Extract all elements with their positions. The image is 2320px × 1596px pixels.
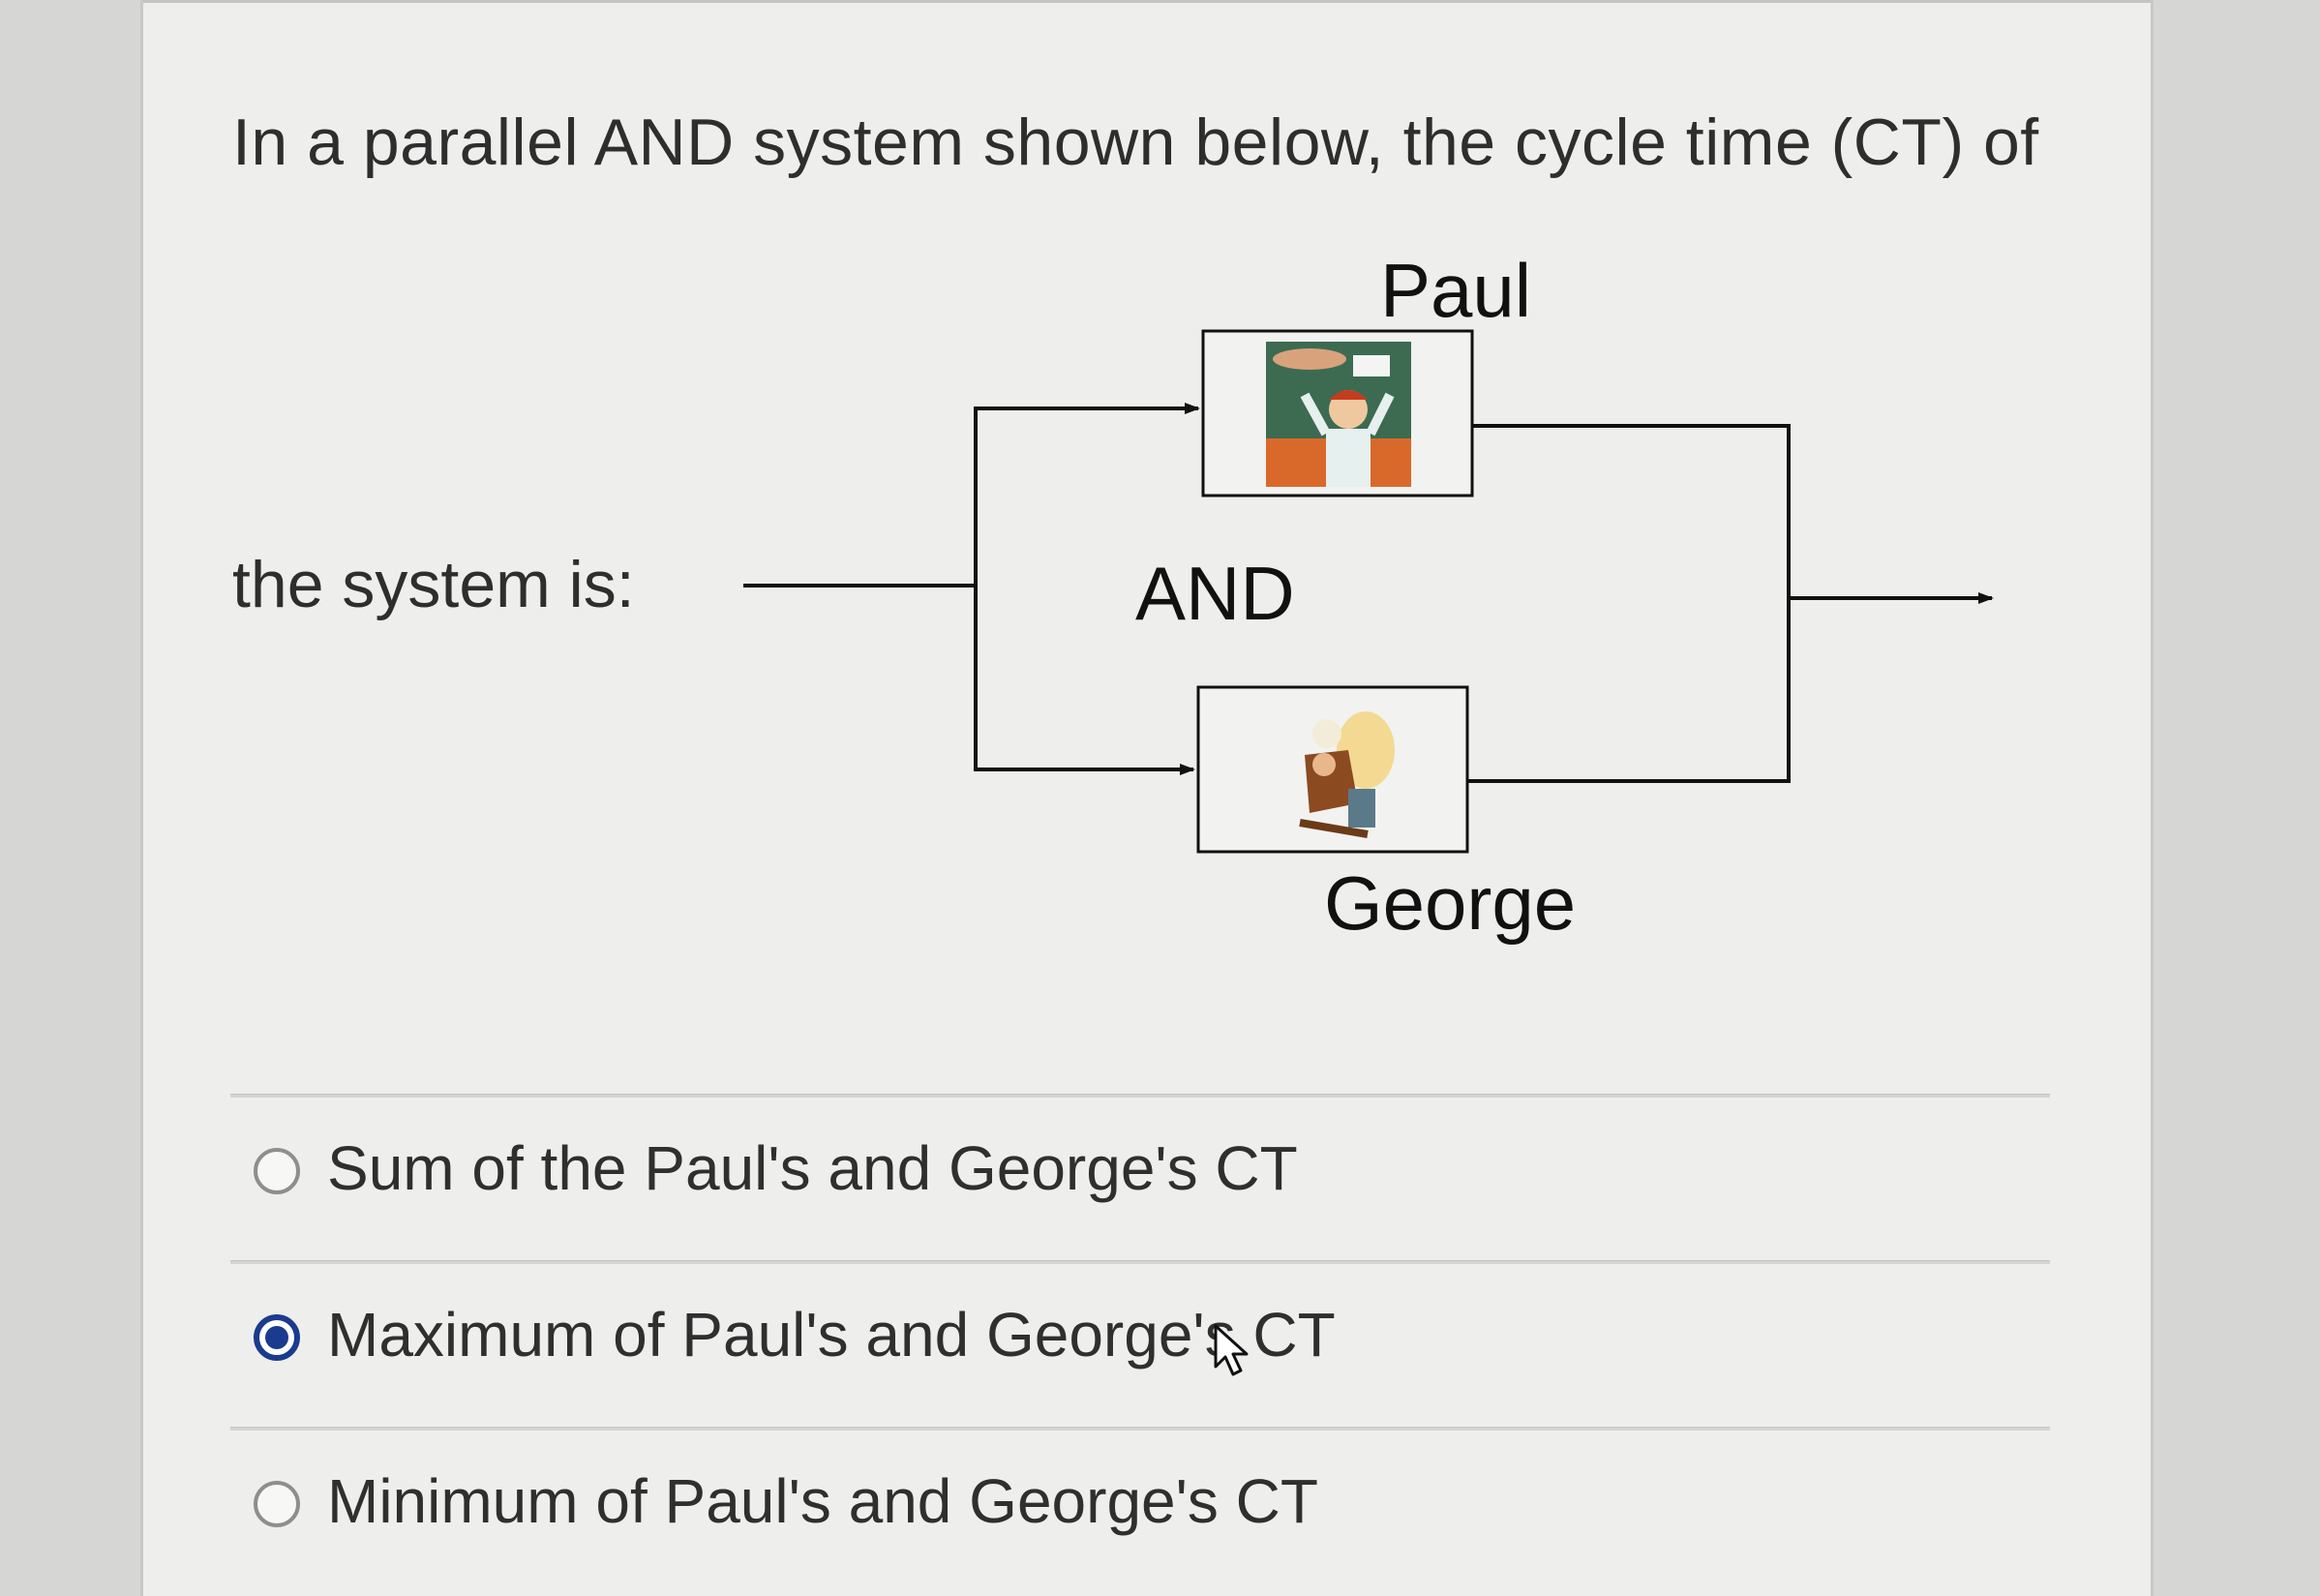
- and-gate-label: AND: [1135, 551, 1295, 636]
- george-label: George: [1324, 860, 1577, 946]
- question-text-line-1: In a parallel AND system shown below, th…: [232, 105, 2039, 179]
- question-text-line-2: the system is:: [232, 548, 635, 621]
- answer-options: Sum of the Paul's and George's CT Maximu…: [230, 1094, 2050, 1593]
- paul-label: Paul: [1380, 248, 1532, 333]
- option-sum[interactable]: Sum of the Paul's and George's CT: [230, 1098, 2050, 1260]
- question-card: In a parallel AND system shown below, th…: [140, 0, 2154, 1596]
- option-maximum-label[interactable]: Maximum of Paul's and George's CT: [327, 1300, 1336, 1370]
- option-minimum-label[interactable]: Minimum of Paul's and George's CT: [327, 1466, 1318, 1536]
- merge-lines: [1467, 424, 1791, 783]
- card-top-border: [143, 0, 2151, 3]
- option-divider: [230, 1427, 2050, 1430]
- option-divider: [230, 1094, 2050, 1098]
- radio-button-sum[interactable]: [254, 1148, 300, 1194]
- chef-tossing-pizza-icon: [1266, 342, 1411, 487]
- option-minimum[interactable]: Minimum of Paul's and George's CT: [230, 1430, 2050, 1593]
- diagram-lines: [743, 329, 1994, 854]
- split-lines: [974, 407, 1150, 771]
- chef-at-oven-icon: [1271, 697, 1397, 842]
- option-maximum[interactable]: Maximum of Paul's and George's CT: [230, 1264, 2050, 1427]
- option-sum-label[interactable]: Sum of the Paul's and George's CT: [327, 1133, 1298, 1203]
- radio-button-maximum[interactable]: [254, 1314, 300, 1361]
- option-divider: [230, 1260, 2050, 1264]
- parallel-and-diagram: Paul AND George: [743, 242, 2021, 968]
- radio-button-minimum[interactable]: [254, 1481, 300, 1527]
- mouse-pointer-icon: [1212, 1324, 1254, 1383]
